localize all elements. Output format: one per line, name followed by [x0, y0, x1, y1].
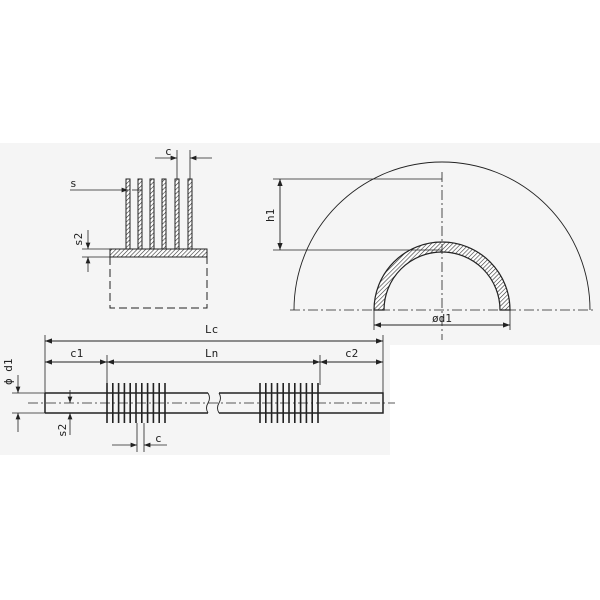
fin: [161, 178, 167, 250]
end-length-1-label: c1: [70, 347, 83, 360]
dashed-outline: [109, 257, 208, 309]
fin-section-view: [70, 150, 212, 309]
fin-thickness-label: s: [70, 177, 77, 190]
fin: [149, 178, 155, 250]
bend-height-label: h1: [264, 209, 277, 222]
fin: [174, 178, 180, 250]
tube-outline: [44, 392, 384, 414]
outer-bend-arc: [293, 161, 591, 311]
tube-wall-label: s2: [56, 424, 69, 437]
end-length-2-label: c2: [345, 347, 358, 360]
fin: [187, 178, 193, 250]
tube-view: [12, 335, 395, 452]
fin-pitch-label: c: [165, 145, 172, 158]
bend-diameter-label: ød1: [432, 312, 452, 325]
base-plate: [109, 248, 208, 258]
fin: [125, 178, 131, 250]
tube-fins: [106, 383, 319, 423]
tube-fin-pitch-label: c: [155, 432, 162, 445]
wall-thickness-label: s2: [72, 233, 85, 246]
fin: [137, 178, 143, 250]
total-length-label: Lc: [205, 323, 218, 336]
tube-diameter-label: ϕ d1: [2, 359, 15, 386]
background-patch: [390, 345, 600, 455]
finned-length-label: Ln: [205, 347, 218, 360]
bend-view: [273, 161, 595, 340]
